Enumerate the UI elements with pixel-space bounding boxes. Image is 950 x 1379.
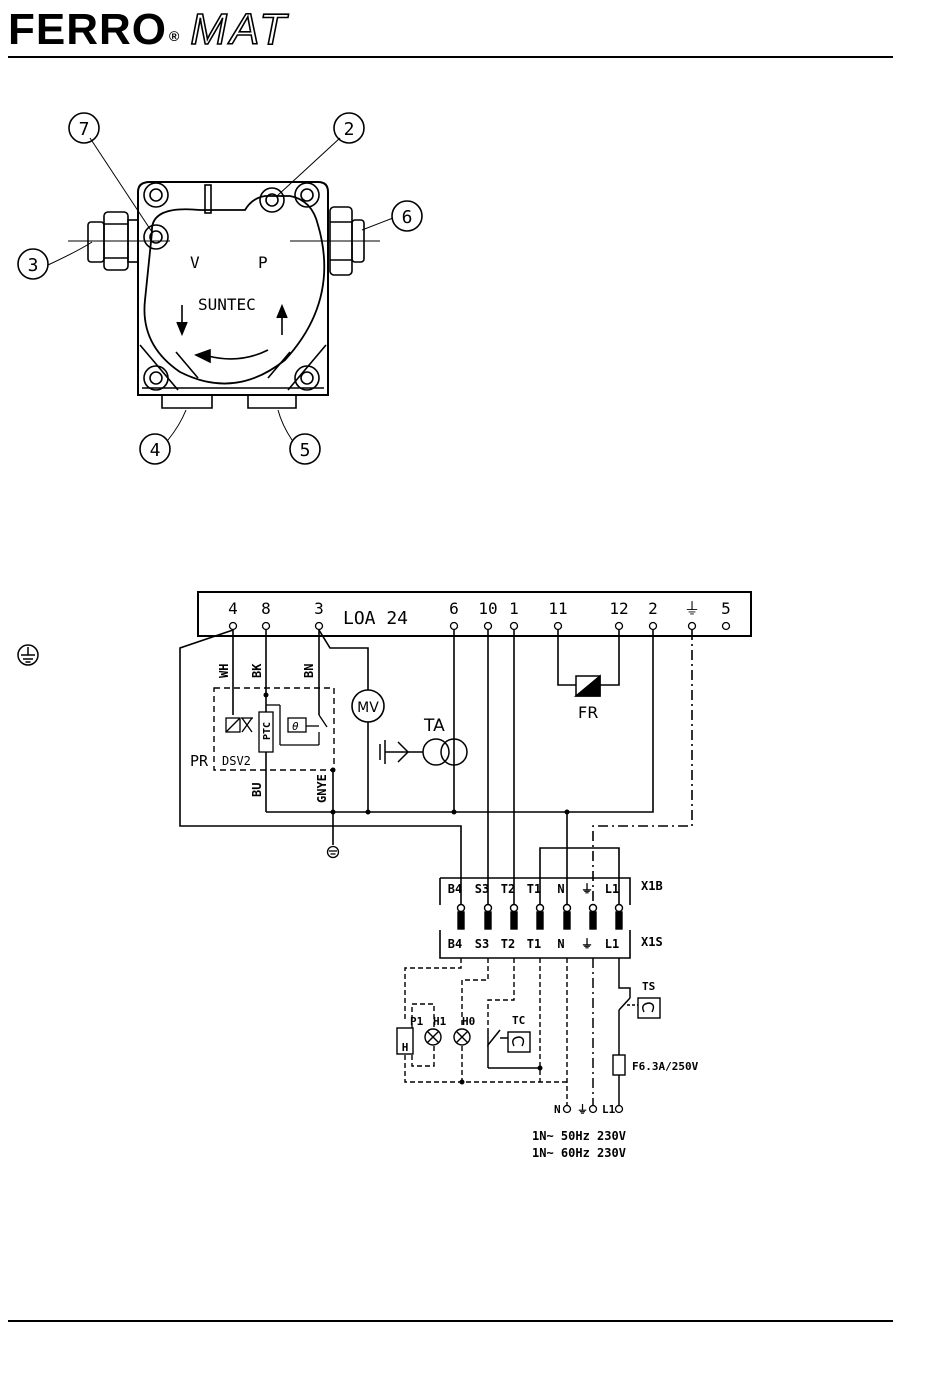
callout-6: 6 [402,207,413,228]
connector-x1s-labels: B4 S3 T2 T1 N ⏚ L1 [448,937,619,951]
terminal-12: 12 [609,599,628,618]
wire-gnye: GNYE [315,774,329,803]
terminal-10: 10 [478,599,497,618]
pr-label: PR [190,752,209,770]
theta-label: θ [292,720,299,733]
thermostat-tc-icon [508,1032,530,1052]
controller-label: LOA 24 [343,608,408,629]
supply-60hz: 1N~ 60Hz 230V [532,1146,626,1160]
x1s-l1: L1 [605,937,619,951]
terminal-3: 3 [314,599,324,618]
pump-labels: V P SUNTEC [190,253,268,314]
connector-pins [458,905,623,930]
mv-label: MV [357,700,379,716]
supply-50hz: 1N~ 50Hz 230V [532,1129,626,1143]
callout-2: 2 [344,119,355,140]
callout-5: 5 [300,440,311,461]
x1b-b4: B4 [448,882,462,896]
terminal-4: 4 [228,599,238,618]
supply-n: N [554,1103,561,1116]
pump-drawing [18,113,422,464]
h0-label: H0 [462,1015,475,1028]
wire-bn: BN [302,664,316,678]
fuse-label: F6.3A/250V [632,1060,699,1073]
x1s-b4: B4 [448,937,462,951]
callout-4: 4 [150,440,161,461]
loa24-box [198,592,751,636]
wire-bk: BK [250,663,264,678]
x1b-n: N [557,882,564,896]
lamp-h1-icon [425,1029,441,1045]
p1-label: P1 [410,1015,424,1028]
earth-wire [593,630,692,905]
fr-label: FR [578,703,598,722]
x1b-t2: T2 [501,882,515,896]
pump-maker: SUNTEC [198,295,256,314]
terminal-earth: ⏚ [684,599,700,618]
terminal-1: 1 [509,599,519,618]
x1b-pe: ⏚ [581,882,593,896]
x1s-t1: T1 [527,937,541,951]
supply-pe: ⏚ [577,1103,588,1116]
x1s-n: N [557,937,564,951]
lamp-h0-icon [454,1029,470,1045]
terminal-6: 6 [449,599,459,618]
x1b-label: X1B [641,879,663,893]
terminal-5: 5 [721,599,731,618]
ground-icon [328,847,339,858]
x1b-s3: S3 [475,882,489,896]
port-v-label: V [190,253,200,272]
terminal-8: 8 [261,599,271,618]
terminal-pins [230,623,730,630]
hour-meter-label: H [402,1041,409,1054]
x1b-l1: L1 [605,882,619,896]
x1s-pe: ⏚ [581,937,593,951]
callout-7: 7 [79,119,90,140]
earth-symbol-icon [18,645,38,665]
tc-label: TC [512,1014,525,1027]
port-p-label: P [258,253,268,272]
thermostat-ts-icon [627,998,660,1018]
ta-label: TA [423,716,445,736]
ptc-label: PTC [262,722,273,740]
supply-l1: L1 [602,1103,616,1116]
dsv2-label: DSV2 [222,754,251,768]
callout-3: 3 [28,255,39,276]
solenoid-icon [226,718,253,732]
h1-label: H1 [433,1015,447,1028]
pump-callouts: 7 2 6 3 4 5 [28,119,413,461]
x1b-t1: T1 [527,882,541,896]
ts-label: TS [642,980,655,993]
junction-dots [264,693,570,815]
fuse-icon [613,1055,625,1075]
terminal-11: 11 [548,599,567,618]
wire-wh: WH [217,664,231,678]
x1s-label: X1S [641,935,663,949]
wire-bu: BU [250,783,264,797]
fr-relay-icon [576,676,600,696]
controller-terminals: 4 8 3 6 10 1 11 12 2 ⏚ 5 [228,599,731,618]
terminal-2: 2 [648,599,658,618]
x1s-t2: T2 [501,937,515,951]
x1s-s3: S3 [475,937,489,951]
